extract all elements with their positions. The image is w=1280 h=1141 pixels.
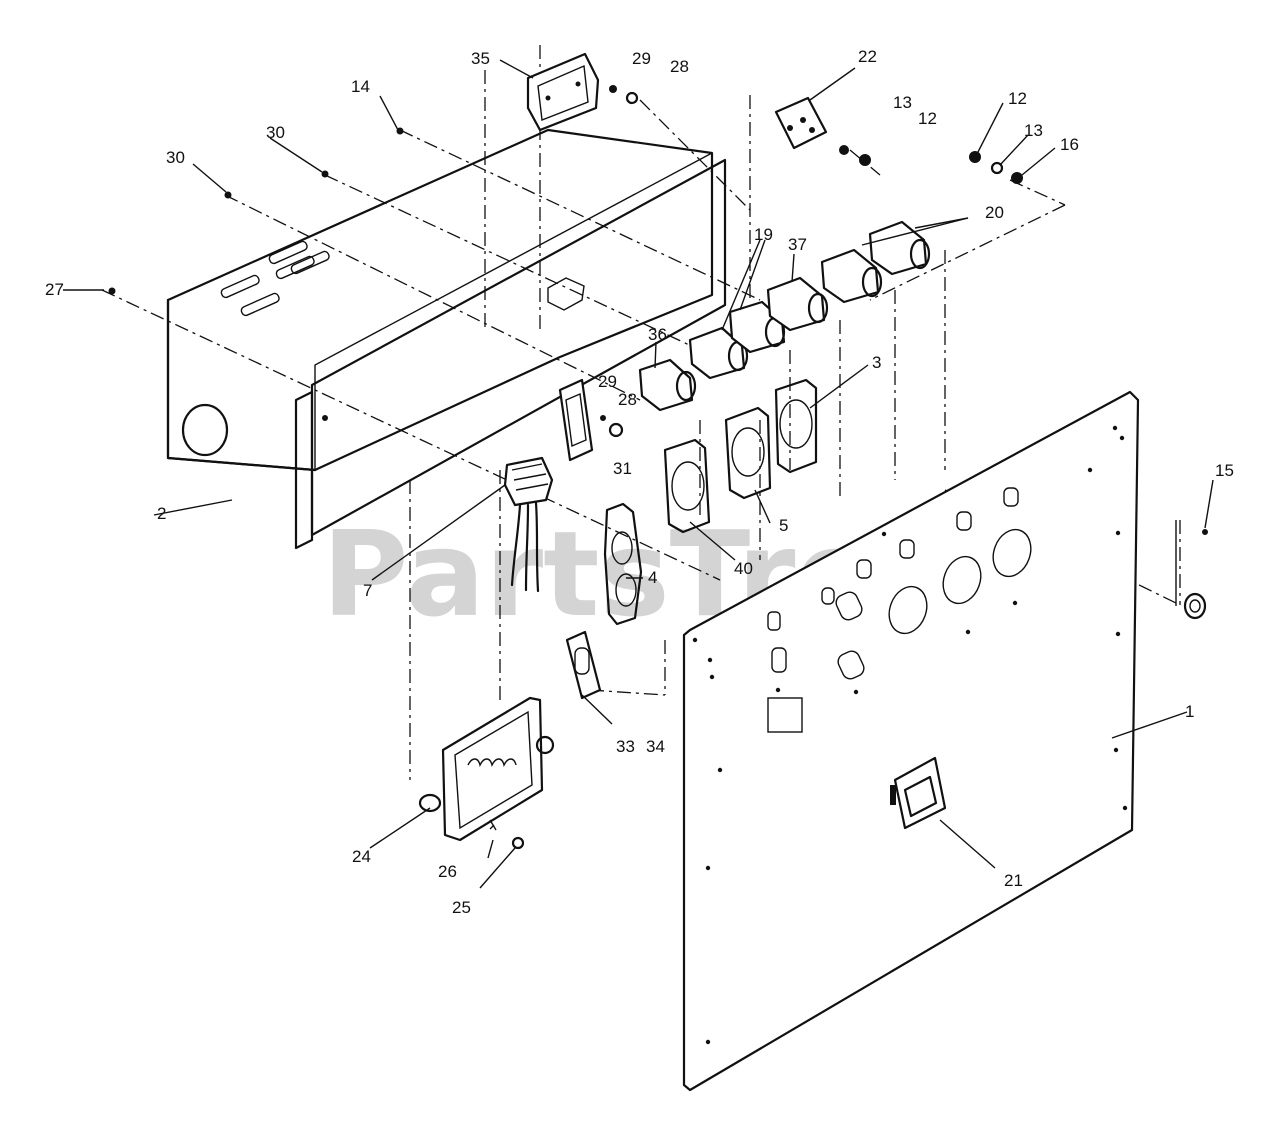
- callout-26: 26: [438, 862, 457, 881]
- callout-14: 14: [351, 77, 370, 96]
- callout-30-left: 30: [166, 148, 185, 167]
- callout-34: 34: [646, 737, 665, 756]
- callout-31: 31: [613, 459, 632, 478]
- callout-3: 3: [872, 353, 881, 372]
- callout-37: 37: [788, 235, 807, 254]
- callout-2: 2: [157, 504, 166, 523]
- callout-27: 27: [45, 280, 64, 299]
- callout-12-right: 12: [1008, 89, 1027, 108]
- callout-35: 35: [471, 49, 490, 68]
- callout-4: 4: [648, 568, 657, 587]
- hardware-nuts-washers: [108, 85, 1023, 295]
- callout-13-left: 13: [893, 93, 912, 112]
- callout-24: 24: [352, 847, 371, 866]
- callout-29-mid: 29: [598, 372, 617, 391]
- callout-labels: 1 2 3 4 5 7 12 12 13 13 14 15 16 19 20 2…: [45, 47, 1234, 917]
- rocker-switch: [890, 756, 947, 830]
- circuit-breaker-20b: [868, 220, 931, 276]
- mounting-bracket: [526, 52, 600, 132]
- connector-block: [558, 378, 624, 462]
- twist-lock-outlet: [724, 406, 772, 500]
- terminal-connector: [565, 630, 602, 700]
- outlet-bracket: [603, 502, 643, 626]
- callout-36: 36: [648, 325, 667, 344]
- callout-13-right: 13: [1024, 121, 1043, 140]
- callout-28-mid: 28: [618, 390, 637, 409]
- callout-12-left: 12: [918, 109, 937, 128]
- callout-22: 22: [858, 47, 877, 66]
- callout-25: 25: [452, 898, 471, 917]
- callout-30-right: 30: [266, 123, 285, 142]
- leader-lines: [63, 59, 1214, 889]
- callout-20: 20: [985, 203, 1004, 222]
- callout-29-top: 29: [632, 49, 651, 68]
- rectifier: [774, 96, 828, 150]
- circuit-breaker-36: [638, 358, 697, 412]
- callout-1: 1: [1185, 702, 1194, 721]
- callout-19: 19: [754, 225, 773, 244]
- grommet-15: [1175, 520, 1208, 620]
- callout-33: 33: [616, 737, 635, 756]
- callout-28-top: 28: [670, 57, 689, 76]
- circuit-breaker-37: [766, 276, 829, 332]
- front-control-panel: [682, 390, 1140, 1092]
- circuit-breaker-19a: [688, 326, 749, 380]
- control-box-housing: [166, 128, 727, 550]
- callout-16: 16: [1060, 135, 1079, 154]
- callout-15: 15: [1215, 461, 1234, 480]
- circuit-module: [418, 696, 555, 850]
- duplex-outlet: [663, 438, 711, 534]
- callout-7: 7: [363, 581, 372, 600]
- receptacle-outlet: [774, 378, 818, 474]
- callout-5: 5: [779, 516, 788, 535]
- circuit-breaker-20a: [820, 248, 883, 304]
- callout-21: 21: [1004, 871, 1023, 890]
- callout-40: 40: [734, 559, 753, 578]
